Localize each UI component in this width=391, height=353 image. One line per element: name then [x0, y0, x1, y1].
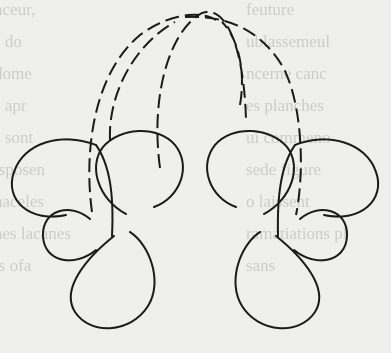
dashed-arc-left-inner: [110, 22, 175, 140]
right-bottom-lobe: [235, 232, 319, 328]
left-outer-lobe: [12, 139, 96, 216]
left-center-lobe: [96, 131, 183, 214]
right-center-lobe: [207, 131, 294, 214]
dashed-arc-left-outer: [89, 15, 216, 212]
right-outer-lobe: [295, 139, 378, 216]
left-connector-stroke: [96, 145, 112, 236]
dashed-arc-right-outer: [185, 17, 301, 215]
left-bottom-lobe: [71, 232, 155, 328]
dashed-arc-right-inner: [222, 22, 242, 105]
